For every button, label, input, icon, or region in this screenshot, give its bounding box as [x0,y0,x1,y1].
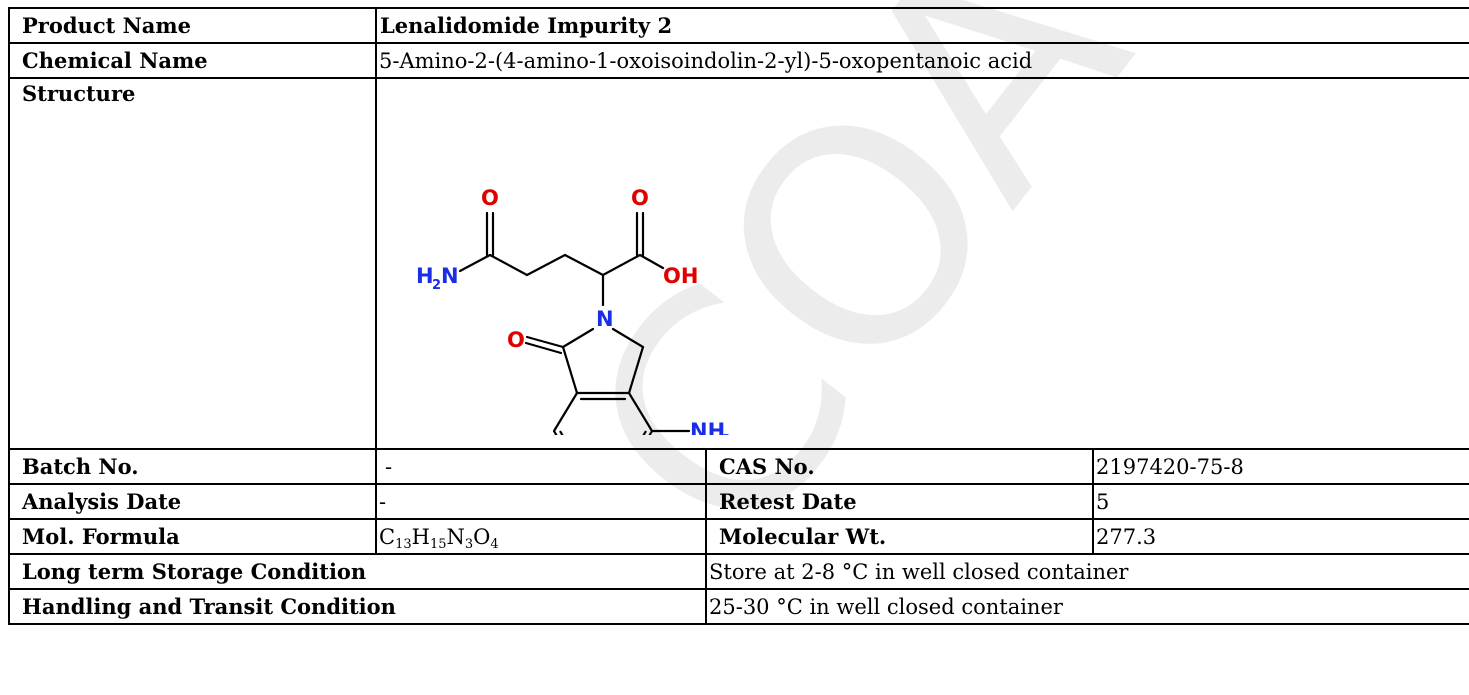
handling-label: Handling and Transit Condition [8,588,707,625]
row-handling: Handling and Transit Condition 25-30 °C … [8,588,1469,625]
molecular-wt-label: Molecular Wt. [705,518,1094,555]
batch-no-label: Batch No. [8,448,377,485]
row-dates: Analysis Date - Retest Date 5 [8,483,1469,520]
row-batch: Batch No. - CAS No. 2197420-75-8 [8,448,1469,485]
cas-no-label: CAS No. [705,448,1094,485]
analysis-date-value: - [375,483,707,520]
retest-date-label: Retest Date [705,483,1094,520]
storage-value: Store at 2-8 °C in well closed container [704,553,1469,590]
analysis-date-label: Analysis Date [8,483,377,520]
atom-o-acid: O [631,186,649,210]
structure-image: O O O H 2 N OH N NH 2 [416,186,731,435]
atom-nh-right: NH [690,419,725,435]
product-name-value: Lenalidomide Impurity 2 [374,7,1469,44]
retest-date-value: 5 [1091,483,1469,520]
atom-o-lactam: O [507,328,525,352]
product-name-label: Product Name [8,7,377,44]
atom-h-left: H [416,264,434,288]
row-chemical-name: Chemical Name 5-Amino-2-(4-amino-1-oxois… [8,42,1469,79]
structure-bonds [458,211,691,433]
chemical-name-label: Chemical Name [8,42,377,79]
atom-n-left: N [441,264,459,288]
atom-o-amide: O [481,186,499,210]
mol-formula-value: C13H15N3O4 [375,518,707,555]
benzene-lower [553,430,653,435]
row-storage: Long term Storage Condition Store at 2-8… [8,553,1469,590]
batch-no-value: - [375,448,707,485]
row-formula: Mol. Formula C13H15N3O4 Molecular Wt. 27… [8,518,1469,555]
coa-table: Product Name Lenalidomide Impurity 2 Che… [8,7,1469,625]
structure-label: Structure [8,77,377,450]
cas-no-value: 2197420-75-8 [1091,448,1469,485]
row-product-name: Product Name Lenalidomide Impurity 2 [8,7,1469,44]
atom-nh-right-sub: 2 [722,433,731,435]
atom-oh: OH [663,264,698,288]
atom-h-left-sub: 2 [432,278,441,293]
row-structure: Structure [8,77,1469,450]
structure-cell: O O O H 2 N OH N NH 2 [374,77,1469,450]
atom-n-ring: N [596,307,614,331]
mol-formula-label: Mol. Formula [8,518,377,555]
storage-label: Long term Storage Condition [8,553,707,590]
molecular-wt-value: 277.3 [1091,518,1469,555]
chemical-name-value: 5-Amino-2-(4-amino-1-oxoisoindolin-2-yl)… [374,42,1469,79]
handling-value: 25-30 °C in well closed container [704,588,1469,625]
